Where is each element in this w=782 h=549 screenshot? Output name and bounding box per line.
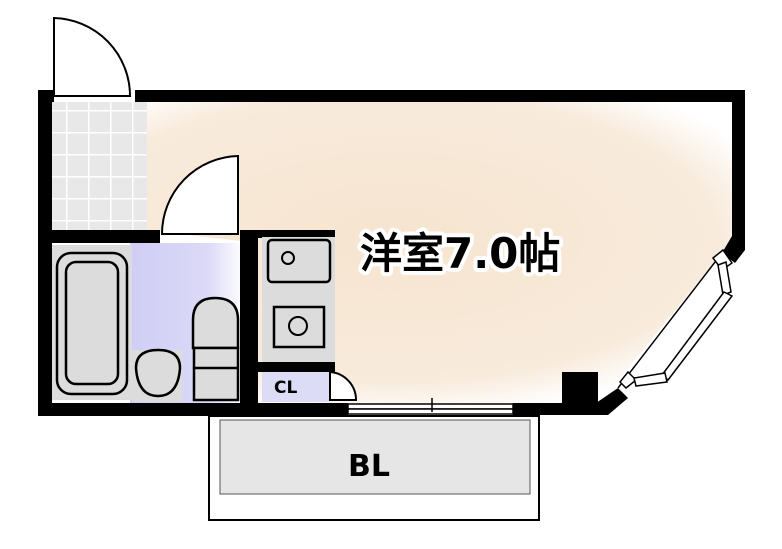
washroom-door[interactable] xyxy=(160,154,239,235)
balcony xyxy=(208,415,540,521)
closet-label: CL xyxy=(274,378,297,398)
entrance-tiles xyxy=(52,102,147,230)
bathtub xyxy=(52,245,132,400)
balcony-label: BL xyxy=(348,449,390,484)
toilet xyxy=(191,296,240,402)
kitchen-counter xyxy=(262,237,335,362)
entry-door[interactable] xyxy=(53,16,132,97)
bay-window[interactable] xyxy=(617,248,734,390)
wash-basin xyxy=(132,348,182,402)
main-room-label: 洋室7.0帖 xyxy=(360,229,560,278)
walls xyxy=(38,90,745,416)
closet xyxy=(262,372,330,402)
closet-door[interactable] xyxy=(329,370,358,401)
balcony-window[interactable] xyxy=(347,398,514,415)
